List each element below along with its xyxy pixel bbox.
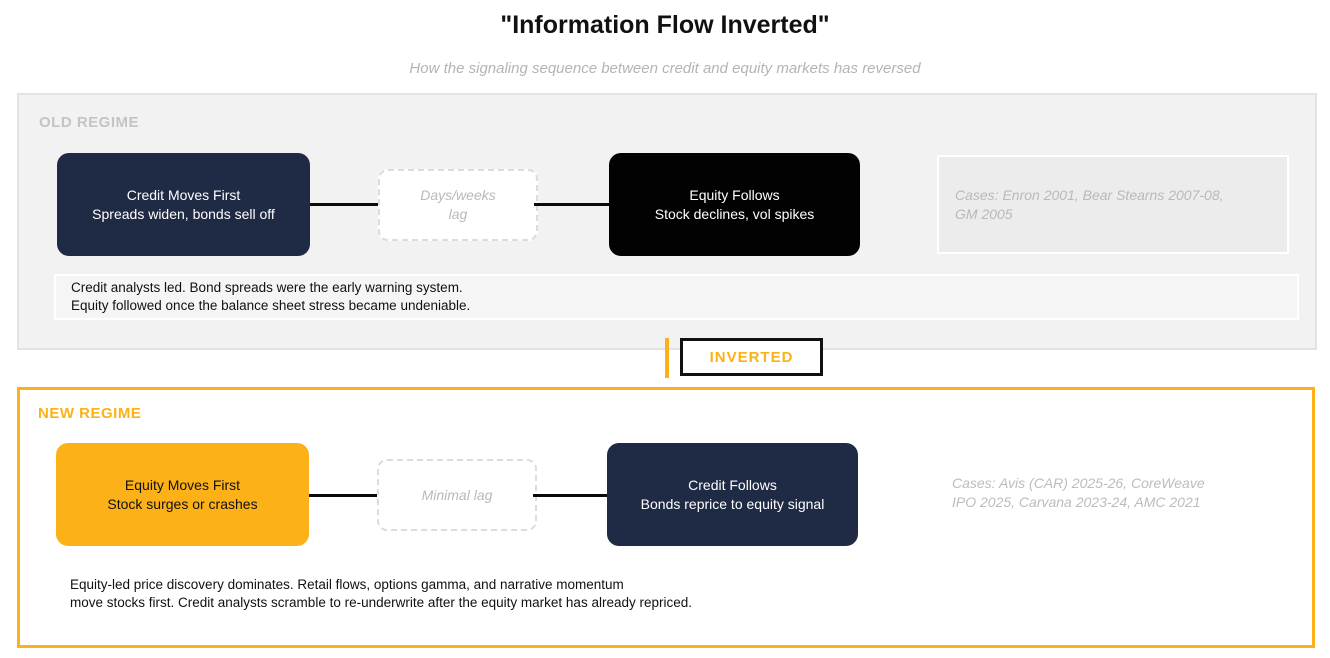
cases-line: Cases: Avis (CAR) 2025-26, CoreWeave: [952, 475, 1205, 491]
node-title: Equity Follows: [689, 186, 780, 203]
old-regime-equity-node: Equity Follows Stock declines, vol spike…: [609, 153, 860, 256]
new-regime-equity-node: Equity Moves First Stock surges or crash…: [56, 443, 309, 546]
lag-line: lag: [448, 206, 468, 222]
old-regime-lag-node: Days/weeks lag: [378, 169, 538, 241]
node-subtitle: Spreads widen, bonds sell off: [92, 205, 275, 222]
new-connector-right: [533, 494, 607, 497]
old-regime-label: OLD REGIME: [39, 114, 140, 131]
lag-line: Minimal lag: [421, 486, 493, 503]
old-regime-credit-node: Credit Moves First Spreads widen, bonds …: [57, 153, 310, 256]
description-line: Equity followed once the balance sheet s…: [71, 298, 471, 313]
description-line: Equity-led price discovery dominates. Re…: [70, 577, 624, 592]
cases-line: Cases: Enron 2001, Bear Stearns 2007-08,: [955, 186, 1224, 203]
node-title: Credit Follows: [688, 476, 777, 493]
node-title: Credit Moves First: [126, 186, 241, 203]
page-subtitle: How the signaling sequence between credi…: [409, 60, 921, 77]
new-connector-left: [309, 494, 377, 497]
old-regime-description-box: Credit analysts led. Bond spreads were t…: [54, 274, 1299, 320]
node-subtitle: Stock surges or crashes: [107, 495, 258, 512]
node-title: Equity Moves First: [124, 476, 241, 493]
old-connector-right: [534, 203, 609, 206]
inverted-badge: INVERTED: [680, 338, 823, 376]
node-subtitle: Bonds reprice to equity signal: [640, 495, 825, 512]
inverted-divider-line: [665, 338, 669, 378]
new-regime-panel: NEW REGIME Equity Moves First Stock surg…: [17, 387, 1315, 648]
description-line: move stocks first. Credit analysts scram…: [70, 595, 692, 610]
lag-line: Days/weeks: [420, 187, 496, 203]
node-subtitle: Stock declines, vol spikes: [654, 205, 815, 222]
new-regime-description-text: Equity-led price discovery dominates. Re…: [70, 576, 692, 612]
old-regime-cases-box: Cases: Enron 2001, Bear Stearns 2007-08,…: [937, 155, 1289, 254]
new-regime-cases-text: Cases: Avis (CAR) 2025-26, CoreWeave IPO…: [952, 474, 1205, 512]
description-line: Credit analysts led. Bond spreads were t…: [71, 280, 463, 295]
page-title: "Information Flow Inverted": [500, 11, 830, 39]
old-regime-panel: OLD REGIME Credit Moves First Spreads wi…: [17, 93, 1317, 350]
new-regime-label: NEW REGIME: [38, 405, 142, 422]
cases-line: IPO 2025, Carvana 2023-24, AMC 2021: [952, 494, 1201, 510]
new-regime-credit-node: Credit Follows Bonds reprice to equity s…: [607, 443, 858, 546]
new-regime-lag-node: Minimal lag: [377, 459, 537, 531]
old-connector-left: [310, 203, 378, 206]
cases-line: GM 2005: [955, 205, 1013, 222]
